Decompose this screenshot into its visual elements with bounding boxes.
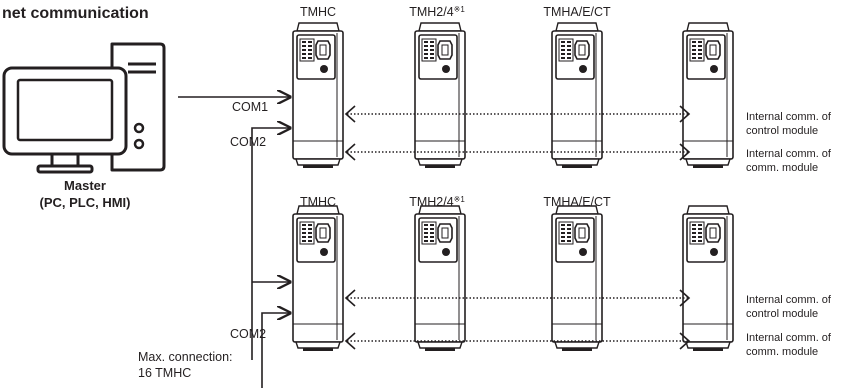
note-comm-line2: comm. module [746,346,818,358]
module-label: TMHC [300,5,336,19]
module-row-2 [292,205,734,352]
note-comm-line2: comm. module [746,162,818,174]
master-label: Master [64,178,106,193]
com1-label: COM1 [232,100,268,114]
com2-label: COM2 [230,135,266,149]
note-control-line2: control module [746,308,818,320]
module-row-1 [292,22,734,169]
master-sublabel: (PC, PLC, HMI) [40,195,131,210]
module-tmhc [292,205,344,352]
max-connection-value: 16 TMHC [138,366,191,380]
module-label: TMHA/E/CT [543,5,611,19]
note-control-line2: control module [746,125,818,137]
module-label: TMH2/4※1 [409,5,465,19]
module-label: TMHA/E/CT [543,195,611,209]
module-tmh24 [414,205,466,352]
module-label: TMH2/4※1 [409,195,465,209]
module-tmh24 [414,22,466,169]
note-control-line1: Internal comm. of [746,111,832,123]
note-comm-line1: Internal comm. of [746,332,832,344]
master-computer-icon [2,42,166,174]
max-connection-label: Max. connection: [138,350,233,364]
module-tmhaect [551,205,603,352]
module-tmhaect [551,22,603,169]
internal-comm-arrows [347,113,688,342]
note-control-line1: Internal comm. of [746,294,832,306]
com2-bus-line [251,128,290,360]
module-last [682,205,734,352]
internal-arrowheads [344,105,691,350]
com2-label: COM2 [230,327,266,341]
module-tmhc [292,22,344,169]
com2-out-line [261,313,290,388]
module-last [682,22,734,169]
diagram-title: net communication [2,5,149,22]
wiring [178,97,290,388]
note-comm-line1: Internal comm. of [746,148,832,160]
module-label: TMHC [300,195,336,209]
